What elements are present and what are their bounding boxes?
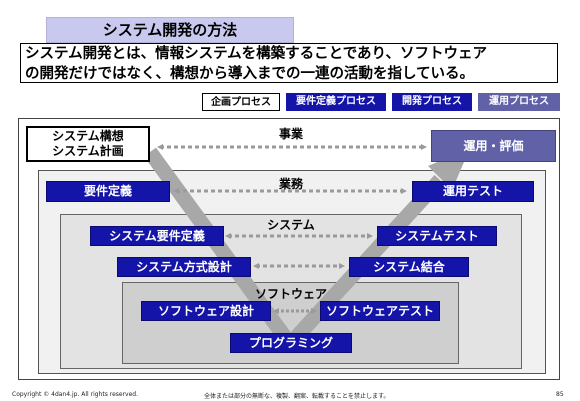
footer-copyright: Copyright © 4dan4.jp. All rights reserve…: [12, 391, 138, 398]
legend-development-process: 開発プロセス: [392, 93, 472, 111]
legend-operation-process: 運用プロセス: [478, 93, 560, 111]
plan-box: システム構想 システム計画: [26, 126, 150, 162]
description: システム開発とは、情報システムを構築することであり、ソフトウェア の開発だけでは…: [20, 43, 558, 83]
level-label-system: システム: [267, 218, 315, 232]
plan-box-line-2: システム計画: [52, 144, 124, 158]
system-requirements-box: システム要件定義: [90, 226, 224, 246]
level-label-business: 事業: [278, 127, 303, 141]
operation-test-box: 運用テスト: [412, 181, 534, 202]
system-integration-box: システム結合: [349, 257, 469, 277]
footer-notice: 全体または部分の無断な、複製、翻案、転載することを禁止します。: [204, 393, 390, 400]
software-test-box: ソフトウェアテスト: [320, 301, 440, 321]
footer-page-number: 85: [556, 391, 564, 398]
system-architecture-box: システム方式設計: [117, 257, 251, 277]
requirements-box: 要件定義: [46, 181, 170, 202]
description-line-2: の開発だけではなく、構想から導入までの一連の活動を指している。: [25, 66, 475, 82]
description-line-1: システム開発とは、情報システムを構築することであり、ソフトウェア: [25, 46, 487, 62]
level-label-work: 業務: [278, 177, 303, 191]
plan-box-line-1: システム構想: [52, 129, 124, 143]
programming-box: プログラミング: [230, 333, 352, 353]
system-test-box: システムテスト: [377, 226, 497, 246]
legend-requirements-process: 要件定義プロセス: [286, 93, 386, 111]
level-label-software: ソフトウェア: [254, 287, 327, 301]
software-design-box: ソフトウェア設計: [141, 301, 271, 321]
page-title: システム開発の方法: [46, 17, 294, 43]
legend-plan-process: 企画プロセス: [202, 93, 280, 111]
operation-evaluation-box: 運用・評価: [431, 130, 556, 162]
